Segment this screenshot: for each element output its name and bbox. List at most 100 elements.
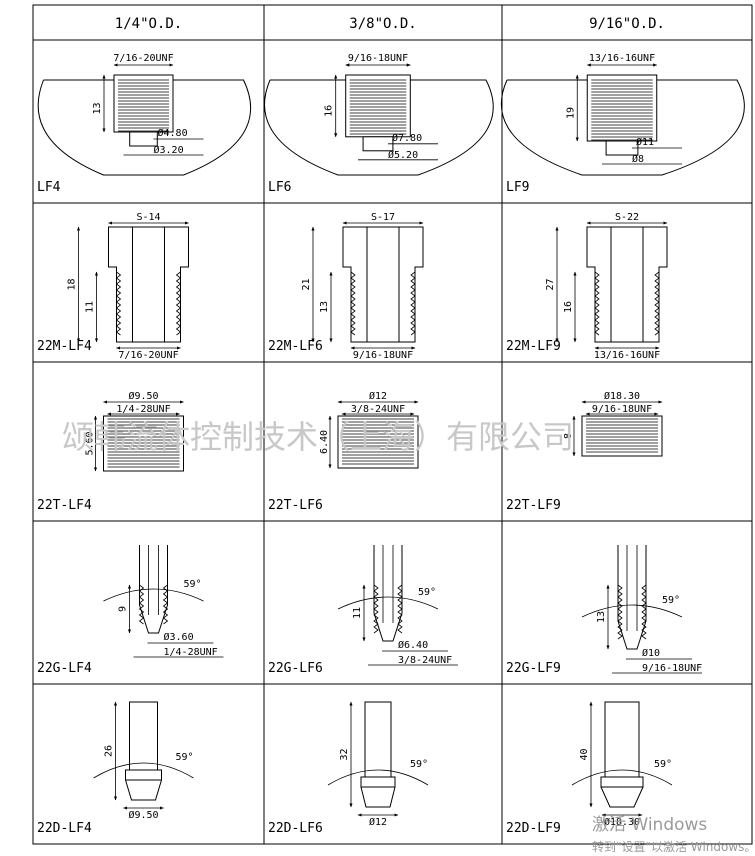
male-thread-left bbox=[594, 271, 600, 336]
collar bbox=[600, 776, 644, 788]
thread-length: 16 bbox=[563, 301, 574, 313]
fitting-outline bbox=[342, 226, 424, 343]
outer-diameter: Ø12 bbox=[369, 390, 387, 402]
cone-angle: 59° bbox=[184, 579, 202, 590]
cone-outline bbox=[373, 545, 403, 642]
cone-thread-left bbox=[617, 584, 623, 640]
height-dim: 9 bbox=[118, 606, 129, 612]
table-border bbox=[32, 4, 753, 845]
threaded-bore bbox=[345, 74, 411, 138]
activate-windows-title: 激活 Windows bbox=[592, 815, 707, 835]
watermark: 颂韩流体控制技术（上海）有限公司 bbox=[62, 418, 574, 456]
insert-thread bbox=[107, 418, 180, 468]
outer-diameter: Ø9.50 bbox=[128, 390, 158, 402]
thread-length: 13 bbox=[319, 301, 330, 313]
cone-angle: 59° bbox=[410, 759, 428, 770]
height-dim: 32 bbox=[339, 748, 350, 760]
tip-diameter: Ø9.50 bbox=[128, 809, 158, 821]
angle-arc bbox=[93, 762, 194, 779]
fitting-bore bbox=[132, 226, 165, 343]
insert-outline bbox=[103, 415, 184, 472]
angle-arc bbox=[327, 769, 429, 786]
angle-arc bbox=[337, 596, 439, 610]
cone-angle: 59° bbox=[654, 759, 672, 770]
diameter-2: Ø5.20 bbox=[388, 149, 418, 161]
windows-activation-overlay: 激活 Windows 转到"设置"以激活 Windows。 bbox=[592, 815, 755, 854]
collar bbox=[125, 769, 162, 781]
thread-spec: 7/16-20UNF bbox=[118, 350, 178, 361]
height-dim: 26 bbox=[104, 745, 115, 757]
height-dim: 11 bbox=[352, 607, 363, 619]
diameter-2: Ø8 bbox=[632, 153, 644, 165]
thread-spec: 3/8-24UNF bbox=[398, 655, 452, 666]
diameter-2: Ø3.20 bbox=[154, 144, 184, 156]
insert-outline bbox=[581, 415, 663, 457]
thread-length: 11 bbox=[85, 301, 96, 313]
watermark-text: 颂韩流体控制技术（上海）有限公司 bbox=[62, 418, 574, 456]
male-thread-right bbox=[175, 271, 182, 336]
angle-arc bbox=[581, 604, 683, 618]
part-label: LF6 bbox=[268, 180, 291, 195]
port-body bbox=[264, 79, 494, 176]
thread-spec: 7/16-20UNF bbox=[113, 53, 173, 64]
through-hole bbox=[129, 131, 158, 147]
port-body bbox=[37, 79, 252, 176]
fitting-outline bbox=[108, 226, 189, 343]
thread-spec: 1/4-28UNF bbox=[164, 647, 218, 658]
hex-size: S-17 bbox=[371, 212, 395, 223]
column-header: 3/8"O.D. bbox=[349, 16, 416, 32]
thread-spec: 9/16-18UNF bbox=[348, 53, 408, 64]
stem bbox=[604, 701, 640, 778]
part-label: 22T-LF4 bbox=[37, 498, 92, 513]
thread-spec: 9/16-18UNF bbox=[353, 350, 413, 361]
bore-thread bbox=[591, 79, 653, 141]
cone-thread-left bbox=[138, 584, 145, 625]
activate-windows-hint: 转到"设置"以激活 Windows。 bbox=[592, 839, 755, 854]
hex-size: S-22 bbox=[615, 212, 639, 223]
tip-diameter: Ø3.60 bbox=[164, 631, 194, 643]
part-label: 22G-LF9 bbox=[506, 661, 561, 676]
male-thread-left bbox=[350, 271, 356, 336]
cone-tip bbox=[360, 786, 396, 808]
part-label: LF9 bbox=[506, 180, 529, 195]
diameter-1: Ø4.80 bbox=[158, 127, 188, 139]
cone-outline bbox=[617, 545, 647, 650]
cone-tip bbox=[600, 786, 644, 808]
tip-diameter: Ø18.30 bbox=[604, 816, 640, 828]
part-label: 22T-LF9 bbox=[506, 498, 561, 513]
bore-thread bbox=[349, 79, 407, 135]
cone-thread-right bbox=[162, 584, 169, 625]
collar bbox=[360, 776, 396, 788]
fitting-outline bbox=[586, 226, 668, 343]
outer-diameter: Ø18.30 bbox=[604, 390, 640, 402]
part-label: 22D-LF9 bbox=[506, 821, 561, 836]
threaded-bore bbox=[113, 74, 174, 133]
column-header: 1/4"O.D. bbox=[115, 16, 182, 32]
part-label: 22M-LF6 bbox=[268, 339, 323, 354]
height-dim: 13 bbox=[92, 102, 103, 114]
cone-thread-left bbox=[373, 584, 379, 634]
height-dim: 40 bbox=[579, 748, 590, 760]
height-dim: 16 bbox=[324, 105, 335, 117]
thread-spec: 13/16-16UNF bbox=[594, 350, 660, 361]
fitting-bore bbox=[366, 226, 400, 343]
insert-outline bbox=[337, 415, 419, 469]
tip-diameter: Ø12 bbox=[369, 816, 387, 828]
height-dim: 8 bbox=[563, 433, 574, 439]
thread-spec: 9/16-18UNF bbox=[642, 663, 702, 674]
tip-diameter: Ø6.40 bbox=[398, 639, 428, 651]
insert-thread bbox=[586, 418, 658, 453]
total-length: 27 bbox=[545, 278, 556, 290]
male-thread-right bbox=[410, 271, 416, 336]
cone-angle: 59° bbox=[418, 587, 436, 598]
